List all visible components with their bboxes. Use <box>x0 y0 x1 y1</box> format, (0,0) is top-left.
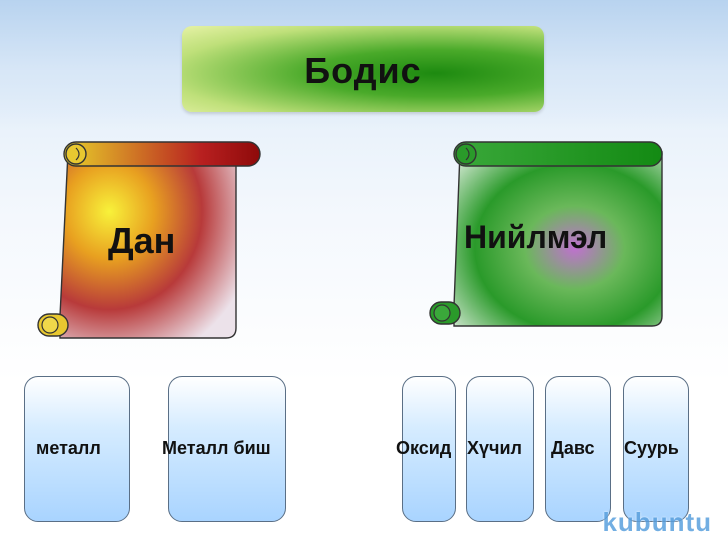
box-base <box>623 376 689 522</box>
box-oxide-label: Оксид <box>396 438 452 458</box>
box-salt <box>545 376 611 522</box>
right-scroll-shape <box>429 141 663 327</box>
kubuntu-logo: kubuntu <box>602 507 712 537</box>
left-scroll-label: Дан <box>108 220 176 261</box>
diagram-title: Бодис <box>304 50 422 91</box>
box-metal <box>24 376 130 522</box>
box-nonmetal-label: Металл биш <box>162 438 271 458</box>
box-base-label: Суурь <box>624 438 679 458</box>
box-oxide <box>402 376 456 522</box>
box-metal-label: металл <box>36 438 101 458</box>
box-acid-label: Хүчил <box>467 438 522 458</box>
box-nonmetal <box>168 376 286 522</box>
box-acid <box>466 376 534 522</box>
right-scroll-label: Нийлмэл <box>464 219 608 255</box>
title-banner <box>182 26 544 112</box>
box-salt-label: Давс <box>551 438 595 458</box>
left-scroll-shape <box>37 141 261 339</box>
